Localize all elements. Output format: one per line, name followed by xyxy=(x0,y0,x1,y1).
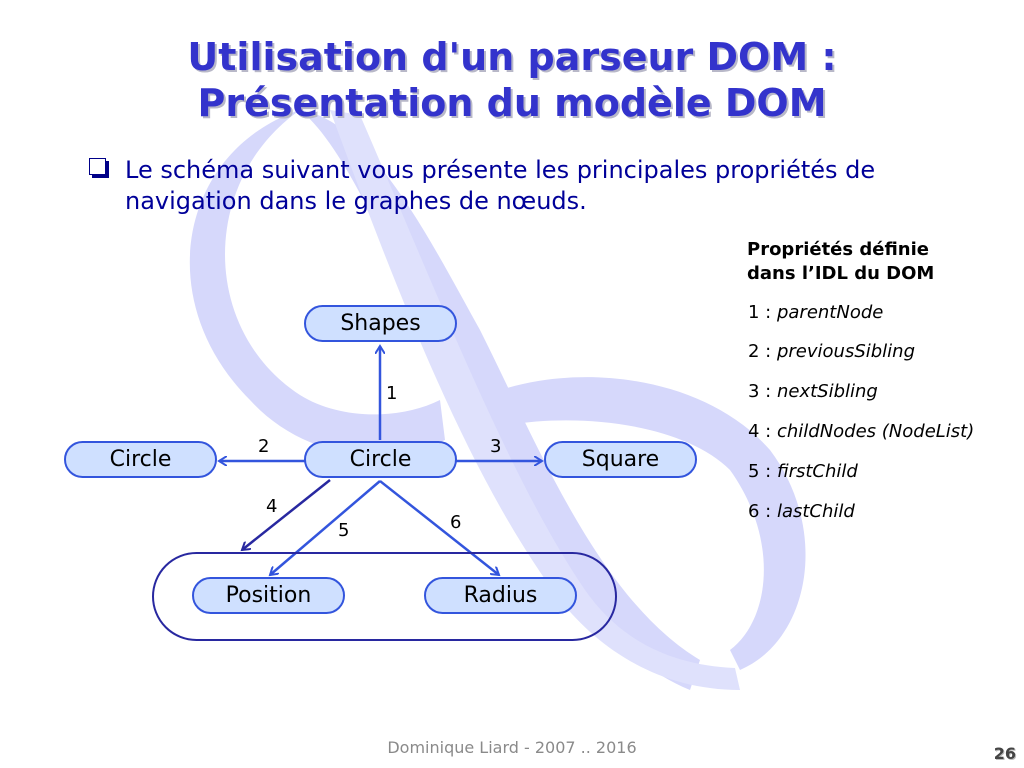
property-number: 6 : xyxy=(748,501,777,522)
slide-title-line-2: Présentation du modèle DOM xyxy=(197,81,827,125)
property-name: childNodes (NodeList) xyxy=(776,421,975,442)
properties-heading: Propriétés définie dans l’IDL du DOM xyxy=(747,238,934,286)
property-number: 3 : xyxy=(748,381,777,402)
properties-heading-line-2: dans l’IDL du DOM xyxy=(747,263,935,284)
slide-title-line-1: Utilisation d'un parseur DOM : xyxy=(187,35,837,79)
checkbox-bullet-icon xyxy=(89,158,106,175)
edge-label-3: 3 xyxy=(490,436,502,457)
footer-author: Dominique Liard - 2007 .. 2016 xyxy=(387,738,637,757)
node-shapes: Shapes xyxy=(304,305,457,342)
node-circle-previous: Circle xyxy=(64,441,217,478)
edge-label-6: 6 xyxy=(450,512,462,533)
node-square: Square xyxy=(544,441,697,478)
node-radius: Radius xyxy=(424,577,577,614)
property-name: previousSibling xyxy=(776,341,916,362)
property-name: nextSibling xyxy=(776,381,878,402)
property-item: 4 : childNodes (NodeList) xyxy=(748,421,974,442)
property-item: 6 : lastChild xyxy=(748,501,855,522)
property-item: 1 : parentNode xyxy=(748,302,883,323)
property-number: 1 : xyxy=(748,302,777,323)
property-item: 5 : firstChild xyxy=(748,461,858,482)
property-item: 2 : previousSibling xyxy=(748,341,915,362)
property-name: lastChild xyxy=(776,501,855,522)
child-nodes-group xyxy=(152,552,617,641)
bullet-text: Le schéma suivant vous présente les prin… xyxy=(125,156,876,215)
edge-label-1: 1 xyxy=(386,383,398,404)
property-name: firstChild xyxy=(776,461,858,482)
property-number: 5 : xyxy=(748,461,777,482)
node-position: Position xyxy=(192,577,345,614)
node-circle: Circle xyxy=(304,441,457,478)
properties-heading-line-1: Propriétés définie xyxy=(747,239,929,260)
edge-label-2: 2 xyxy=(258,436,270,457)
property-item: 3 : nextSibling xyxy=(748,381,878,402)
edge-label-4: 4 xyxy=(266,496,278,517)
property-number: 2 : xyxy=(748,341,777,362)
property-number: 4 : xyxy=(748,421,777,442)
edge-label-5: 5 xyxy=(338,520,350,541)
page-number: 26 xyxy=(993,744,1016,763)
property-name: parentNode xyxy=(776,302,884,323)
